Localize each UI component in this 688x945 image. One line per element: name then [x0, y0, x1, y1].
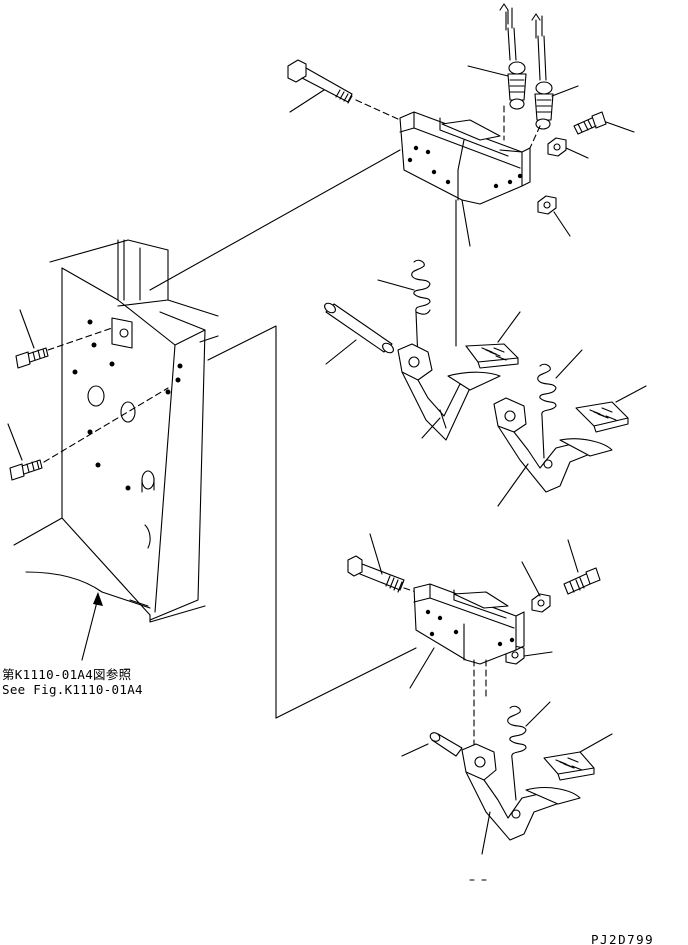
- leader-line: [579, 733, 613, 753]
- leader-line: [325, 339, 357, 365]
- leader-line: [409, 647, 435, 689]
- leader-line: [377, 279, 415, 291]
- bolt-right-upper: [573, 111, 607, 135]
- pedal-bracket-upper: [399, 111, 531, 205]
- leader-line: [567, 539, 579, 573]
- long-bolt-upper: [287, 59, 353, 104]
- leader-line: [289, 89, 325, 113]
- pedal-pad-upper-left: [465, 343, 519, 369]
- pedal-arm-upper-right: [493, 397, 613, 493]
- pillar-bolt-upper: [15, 347, 49, 369]
- leader-line: [369, 533, 383, 575]
- pedal-pad-lower: [543, 751, 595, 781]
- bolt-right-lower: [563, 567, 601, 595]
- leader-line: [497, 463, 529, 507]
- reference-text-jp: 第K1110-01A4図参照: [2, 667, 131, 682]
- leader-line: [461, 199, 471, 247]
- leader-line: [7, 423, 23, 461]
- reference-arrow: [81, 592, 103, 661]
- cab-pillar-frame: [13, 239, 219, 623]
- switch-cable-right: [531, 13, 554, 130]
- pivot-pin-lower: [429, 732, 463, 757]
- return-spring-upper-right: [537, 363, 557, 459]
- leader-line: [551, 85, 579, 97]
- leader-line: [553, 211, 571, 237]
- nut-lower: [537, 195, 557, 215]
- reference-text-en: See Fig.K1110-01A4: [2, 682, 143, 697]
- return-spring-upper-left: [411, 259, 431, 361]
- drawing-code: PJ2D799: [591, 932, 654, 945]
- return-spring-lower: [507, 705, 527, 801]
- leader-line: [615, 385, 647, 403]
- pedal-arm-upper-left: [397, 343, 501, 441]
- leader-line: [497, 311, 521, 343]
- leader-line: [521, 561, 541, 597]
- pedal-arm-lower: [461, 743, 581, 841]
- leader-line: [605, 121, 635, 133]
- leader-line: [467, 65, 509, 77]
- leader-line: [19, 309, 35, 349]
- switch-cable-left: [499, 3, 527, 110]
- pillar-bolt-lower: [9, 459, 43, 481]
- leader-line: [401, 743, 429, 757]
- nut-upper: [547, 137, 567, 157]
- long-bolt-lower: [347, 555, 405, 593]
- leader-line: [525, 701, 551, 727]
- pivot-pin-upper: [324, 302, 394, 354]
- pedal-pad-upper-right: [575, 401, 629, 433]
- nut-lower-top: [531, 593, 551, 613]
- leader-line: [481, 811, 491, 855]
- leader-line: [523, 651, 553, 657]
- pedal-bracket-lower: [413, 583, 525, 665]
- leader-line: [421, 417, 441, 439]
- leader-line: [565, 147, 589, 159]
- leader-line: [555, 349, 583, 379]
